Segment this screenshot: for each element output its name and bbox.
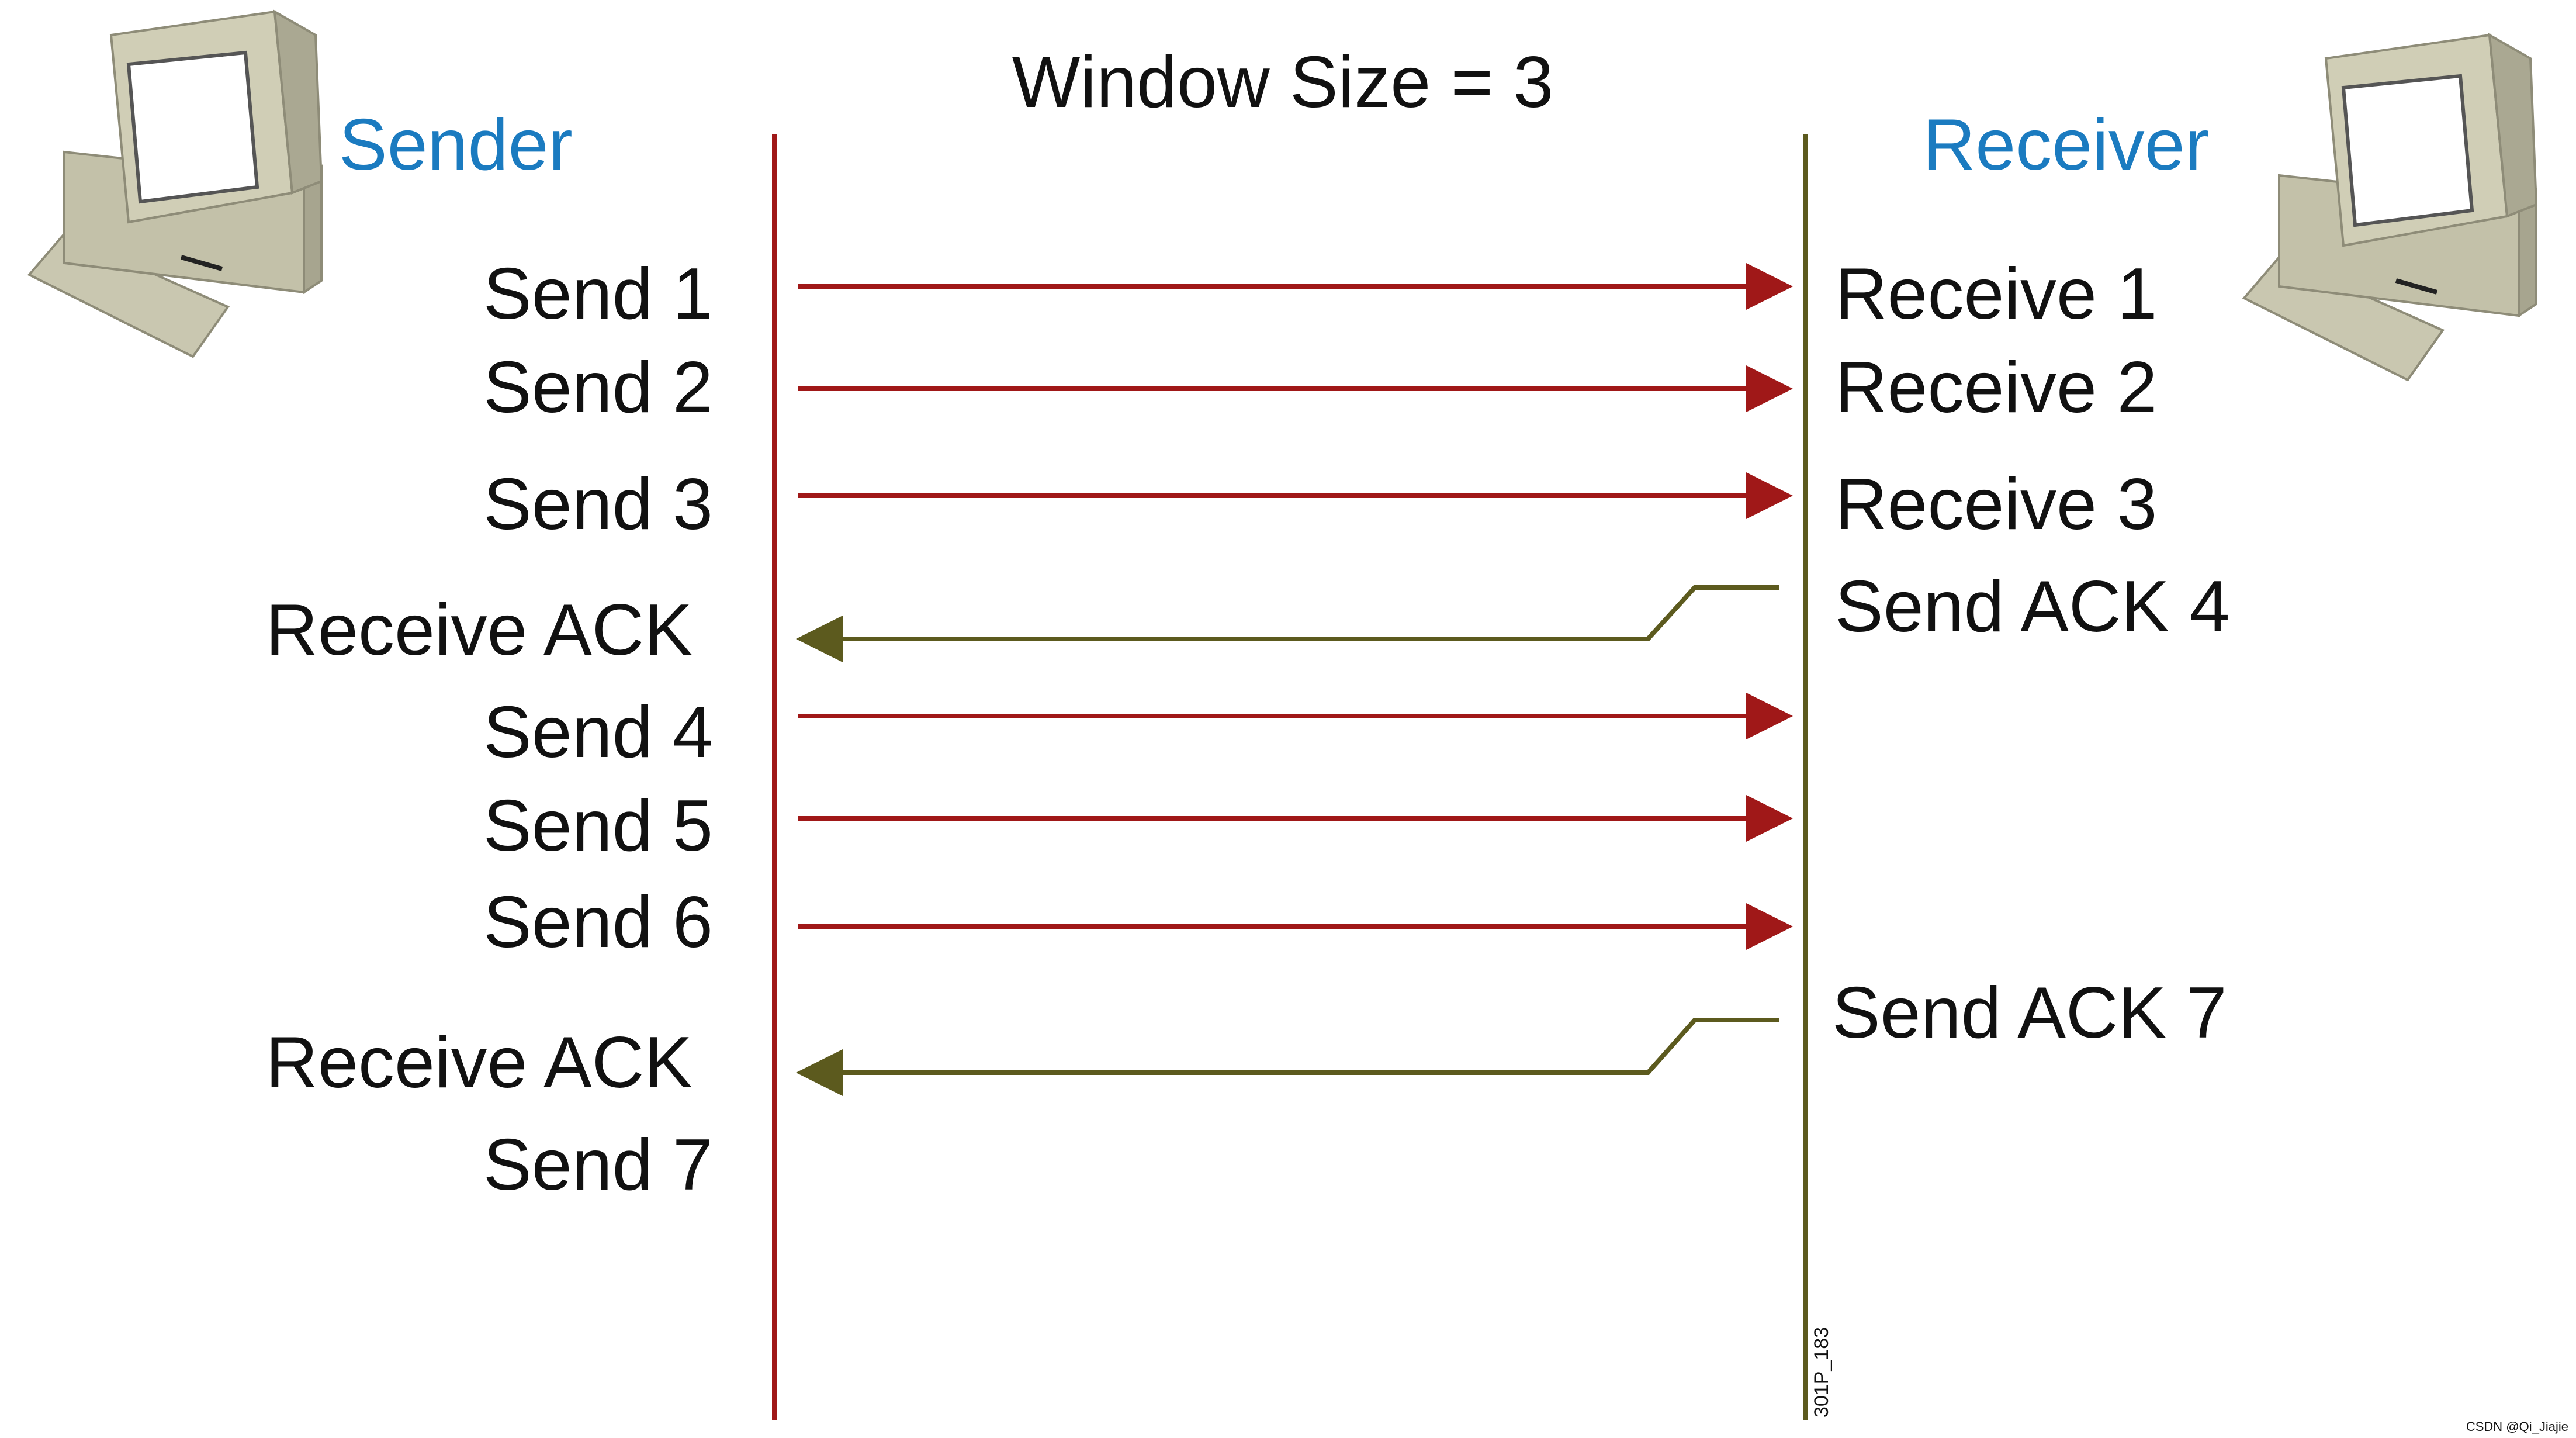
sender-event: Send 2 [483, 347, 713, 428]
sender-event: Receive ACK [265, 1022, 693, 1103]
receiver-label: Receiver [1923, 105, 2209, 185]
receiver-event: Receive 3 [1835, 464, 2157, 545]
sender-computer-icon [27, 9, 323, 358]
message-arrows [796, 263, 1793, 1096]
receiver-event: Send ACK 7 [1832, 973, 2227, 1053]
sender-event: Send 1 [483, 254, 713, 334]
receiver-event: Receive 1 [1835, 254, 2157, 334]
diagram-title: Window Size = 3 [1012, 42, 1554, 123]
sender-event: Receive ACK [265, 590, 693, 670]
sender-event: Send 3 [483, 464, 713, 545]
sender-event: Send 4 [483, 692, 713, 773]
receiver-events: Receive 1 Receive 2 Receive 3 Send ACK 4… [1832, 254, 2230, 1053]
sender-events: Send 1 Send 2 Send 3 Receive ACK Send 4 … [265, 254, 713, 1205]
receiver-event: Receive 2 [1835, 347, 2157, 428]
ack-arrow [796, 1018, 1779, 1096]
figure-id: 301P_183 [1810, 1327, 1833, 1418]
ack-arrow [796, 585, 1779, 662]
sender-event: Send 7 [483, 1125, 713, 1205]
receiver-event: Send ACK 4 [1835, 566, 2230, 647]
sender-event: Send 5 [483, 786, 713, 866]
sender-label: Sender [339, 105, 573, 185]
watermark: CSDN @Qi_Jiajie [2466, 1419, 2568, 1434]
receiver-computer-icon [2242, 33, 2538, 382]
sender-event: Send 6 [483, 882, 713, 963]
